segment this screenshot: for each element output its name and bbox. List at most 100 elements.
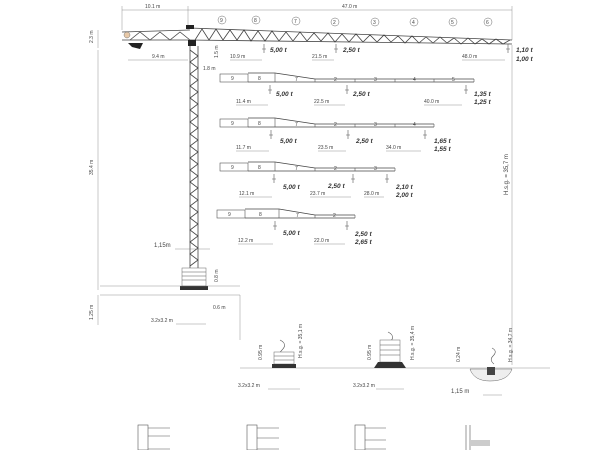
svg-text:9: 9 — [220, 18, 223, 24]
top-dimensions: 10.1 m 47.0 m — [121, 4, 513, 40]
svg-text:2,50 t: 2,50 t — [342, 47, 360, 54]
svg-text:3.2x3.2 m: 3.2x3.2 m — [238, 383, 260, 389]
svg-text:7: 7 — [295, 166, 298, 172]
svg-text:0.24 m: 0.24 m — [456, 347, 462, 362]
hook-height: H.s.g. = 35,7 m — [504, 45, 513, 365]
svg-text:0.95 m: 0.95 m — [367, 345, 373, 360]
svg-text:9.4 m: 9.4 m — [152, 54, 165, 60]
svg-text:1.5 m: 1.5 m — [214, 45, 220, 58]
svg-text:1.8 m: 1.8 m — [203, 66, 216, 72]
mast-width: 1,15m — [154, 243, 171, 249]
hook-icon — [346, 130, 350, 139]
hook-icon — [273, 221, 277, 230]
svg-text:12.1 m: 12.1 m — [239, 191, 254, 197]
svg-text:7: 7 — [296, 213, 299, 219]
svg-text:5,00 t: 5,00 t — [280, 138, 297, 145]
hook-icon — [351, 174, 355, 183]
hook-icon — [268, 85, 272, 94]
svg-text:1,65 t: 1,65 t — [434, 138, 451, 145]
section-markers: 9 8 7 2 3 4 5 6 — [217, 15, 493, 27]
tower-base: 0.8 m 0.6 m 3.2x3.2 m — [100, 267, 241, 340]
svg-text:8: 8 — [258, 121, 261, 127]
svg-text:0.6 m: 0.6 m — [213, 305, 226, 311]
svg-text:22.0 m: 22.0 m — [314, 238, 329, 244]
svg-text:7: 7 — [295, 122, 298, 128]
svg-text:12.2 m: 12.2 m — [238, 238, 253, 244]
jib-config-2: 9 8 7 2 3 4 5,00 t 11.7 m 2,50 t 23.5 m … — [219, 117, 451, 153]
left-dimensions: 2.3 m 9.4 m 1.8 m 1.5 m 35.4 m 1.25 m — [89, 30, 220, 325]
svg-text:22.5 m: 22.5 m — [314, 99, 329, 105]
bottom-details — [137, 424, 490, 450]
base-variant-2: 0.95 m H.s.g. = 35,4 m 3.2x3.2 m — [353, 326, 416, 390]
svg-text:0.8 m: 0.8 m — [214, 269, 220, 282]
svg-text:2,00 t: 2,00 t — [395, 192, 413, 199]
svg-text:2: 2 — [334, 77, 337, 83]
hook-icon — [345, 221, 349, 230]
svg-text:2: 2 — [333, 213, 336, 219]
mast-stub — [490, 347, 496, 365]
svg-text:7: 7 — [294, 19, 297, 25]
svg-text:7: 7 — [295, 77, 298, 83]
svg-text:9: 9 — [231, 76, 234, 82]
svg-text:11.7 m: 11.7 m — [236, 145, 251, 151]
svg-text:9: 9 — [231, 121, 234, 127]
hook-icon — [385, 174, 389, 183]
svg-text:5,00 t: 5,00 t — [283, 230, 300, 237]
load-radius: 10.9 m — [230, 54, 245, 60]
svg-text:3.2x3.2 m: 3.2x3.2 m — [151, 318, 173, 324]
svg-text:3: 3 — [374, 77, 377, 83]
tower-mast: 1,15m — [154, 46, 210, 270]
tower-head — [186, 25, 194, 29]
jib-config-3: 9 8 7 2 3 5,00 t 12.1 m 2,50 t 23.7 m 2,… — [219, 161, 413, 199]
hook-icon — [345, 85, 349, 94]
svg-text:2,50 t: 2,50 t — [354, 231, 372, 238]
svg-text:2,50 t: 2,50 t — [355, 138, 373, 145]
svg-text:2,10 t: 2,10 t — [395, 184, 413, 191]
svg-text:4: 4 — [413, 77, 416, 83]
svg-text:4: 4 — [412, 20, 415, 26]
svg-text:34.0 m: 34.0 m — [386, 145, 401, 151]
counterweight — [128, 43, 143, 49]
svg-text:4: 4 — [413, 122, 416, 128]
svg-text:1,15 m: 1,15 m — [451, 389, 469, 395]
svg-text:8: 8 — [258, 165, 261, 171]
svg-text:3.2x3.2 m: 3.2x3.2 m — [353, 383, 375, 389]
svg-text:35.4 m: 35.4 m — [89, 160, 95, 175]
base-variant-3: 0.24 m H.s.g. = 34,7 m 1,15 m — [451, 328, 514, 396]
svg-text:2,50 t: 2,50 t — [327, 183, 345, 190]
svg-text:40.0 m: 40.0 m — [424, 99, 439, 105]
hook-icon — [272, 174, 276, 183]
main-jib-loads: 10.9 m 5,00 t 21.5 m 2,50 t 48.0 m 1,10 … — [230, 44, 533, 63]
svg-text:2: 2 — [334, 166, 337, 172]
svg-text:23.7 m: 23.7 m — [310, 191, 325, 197]
hook-icon — [334, 44, 338, 53]
svg-text:2.3 m: 2.3 m — [89, 30, 95, 43]
svg-text:H.s.g. = 35,1 m: H.s.g. = 35,1 m — [298, 324, 304, 358]
svg-text:5,00 t: 5,00 t — [276, 91, 293, 98]
hook-icon — [423, 130, 427, 139]
svg-text:1,55 t: 1,55 t — [434, 146, 451, 153]
svg-text:2: 2 — [334, 122, 337, 128]
svg-text:H.s.g. = 35,4 m: H.s.g. = 35,4 m — [410, 326, 416, 360]
svg-text:0.95 m: 0.95 m — [258, 345, 264, 360]
svg-text:1.25 m: 1.25 m — [89, 305, 95, 320]
svg-text:9: 9 — [231, 165, 234, 171]
svg-text:H.s.g. = 34,7 m: H.s.g. = 34,7 m — [508, 328, 514, 362]
svg-text:1,25 t: 1,25 t — [474, 99, 491, 106]
hoist-drum-icon — [123, 31, 131, 39]
svg-text:5: 5 — [451, 20, 454, 26]
svg-text:28.0 m: 28.0 m — [364, 191, 379, 197]
svg-text:2,65 t: 2,65 t — [354, 239, 372, 246]
svg-text:21.5 m: 21.5 m — [312, 54, 327, 60]
svg-text:9: 9 — [228, 212, 231, 218]
svg-text:11.4 m: 11.4 m — [236, 99, 251, 105]
svg-text:5: 5 — [452, 77, 455, 83]
hook-icon — [464, 85, 468, 94]
counter-jib-length: 10.1 m — [145, 4, 160, 10]
jib-config-1: 9 8 7 2 3 4 5 5,00 t 11.4 m 2,50 t 22.5 … — [219, 72, 491, 106]
svg-text:1,35 t: 1,35 t — [474, 91, 491, 98]
svg-text:3: 3 — [373, 20, 376, 26]
hook-icon — [506, 44, 510, 53]
svg-text:5,00 t: 5,00 t — [283, 184, 300, 191]
